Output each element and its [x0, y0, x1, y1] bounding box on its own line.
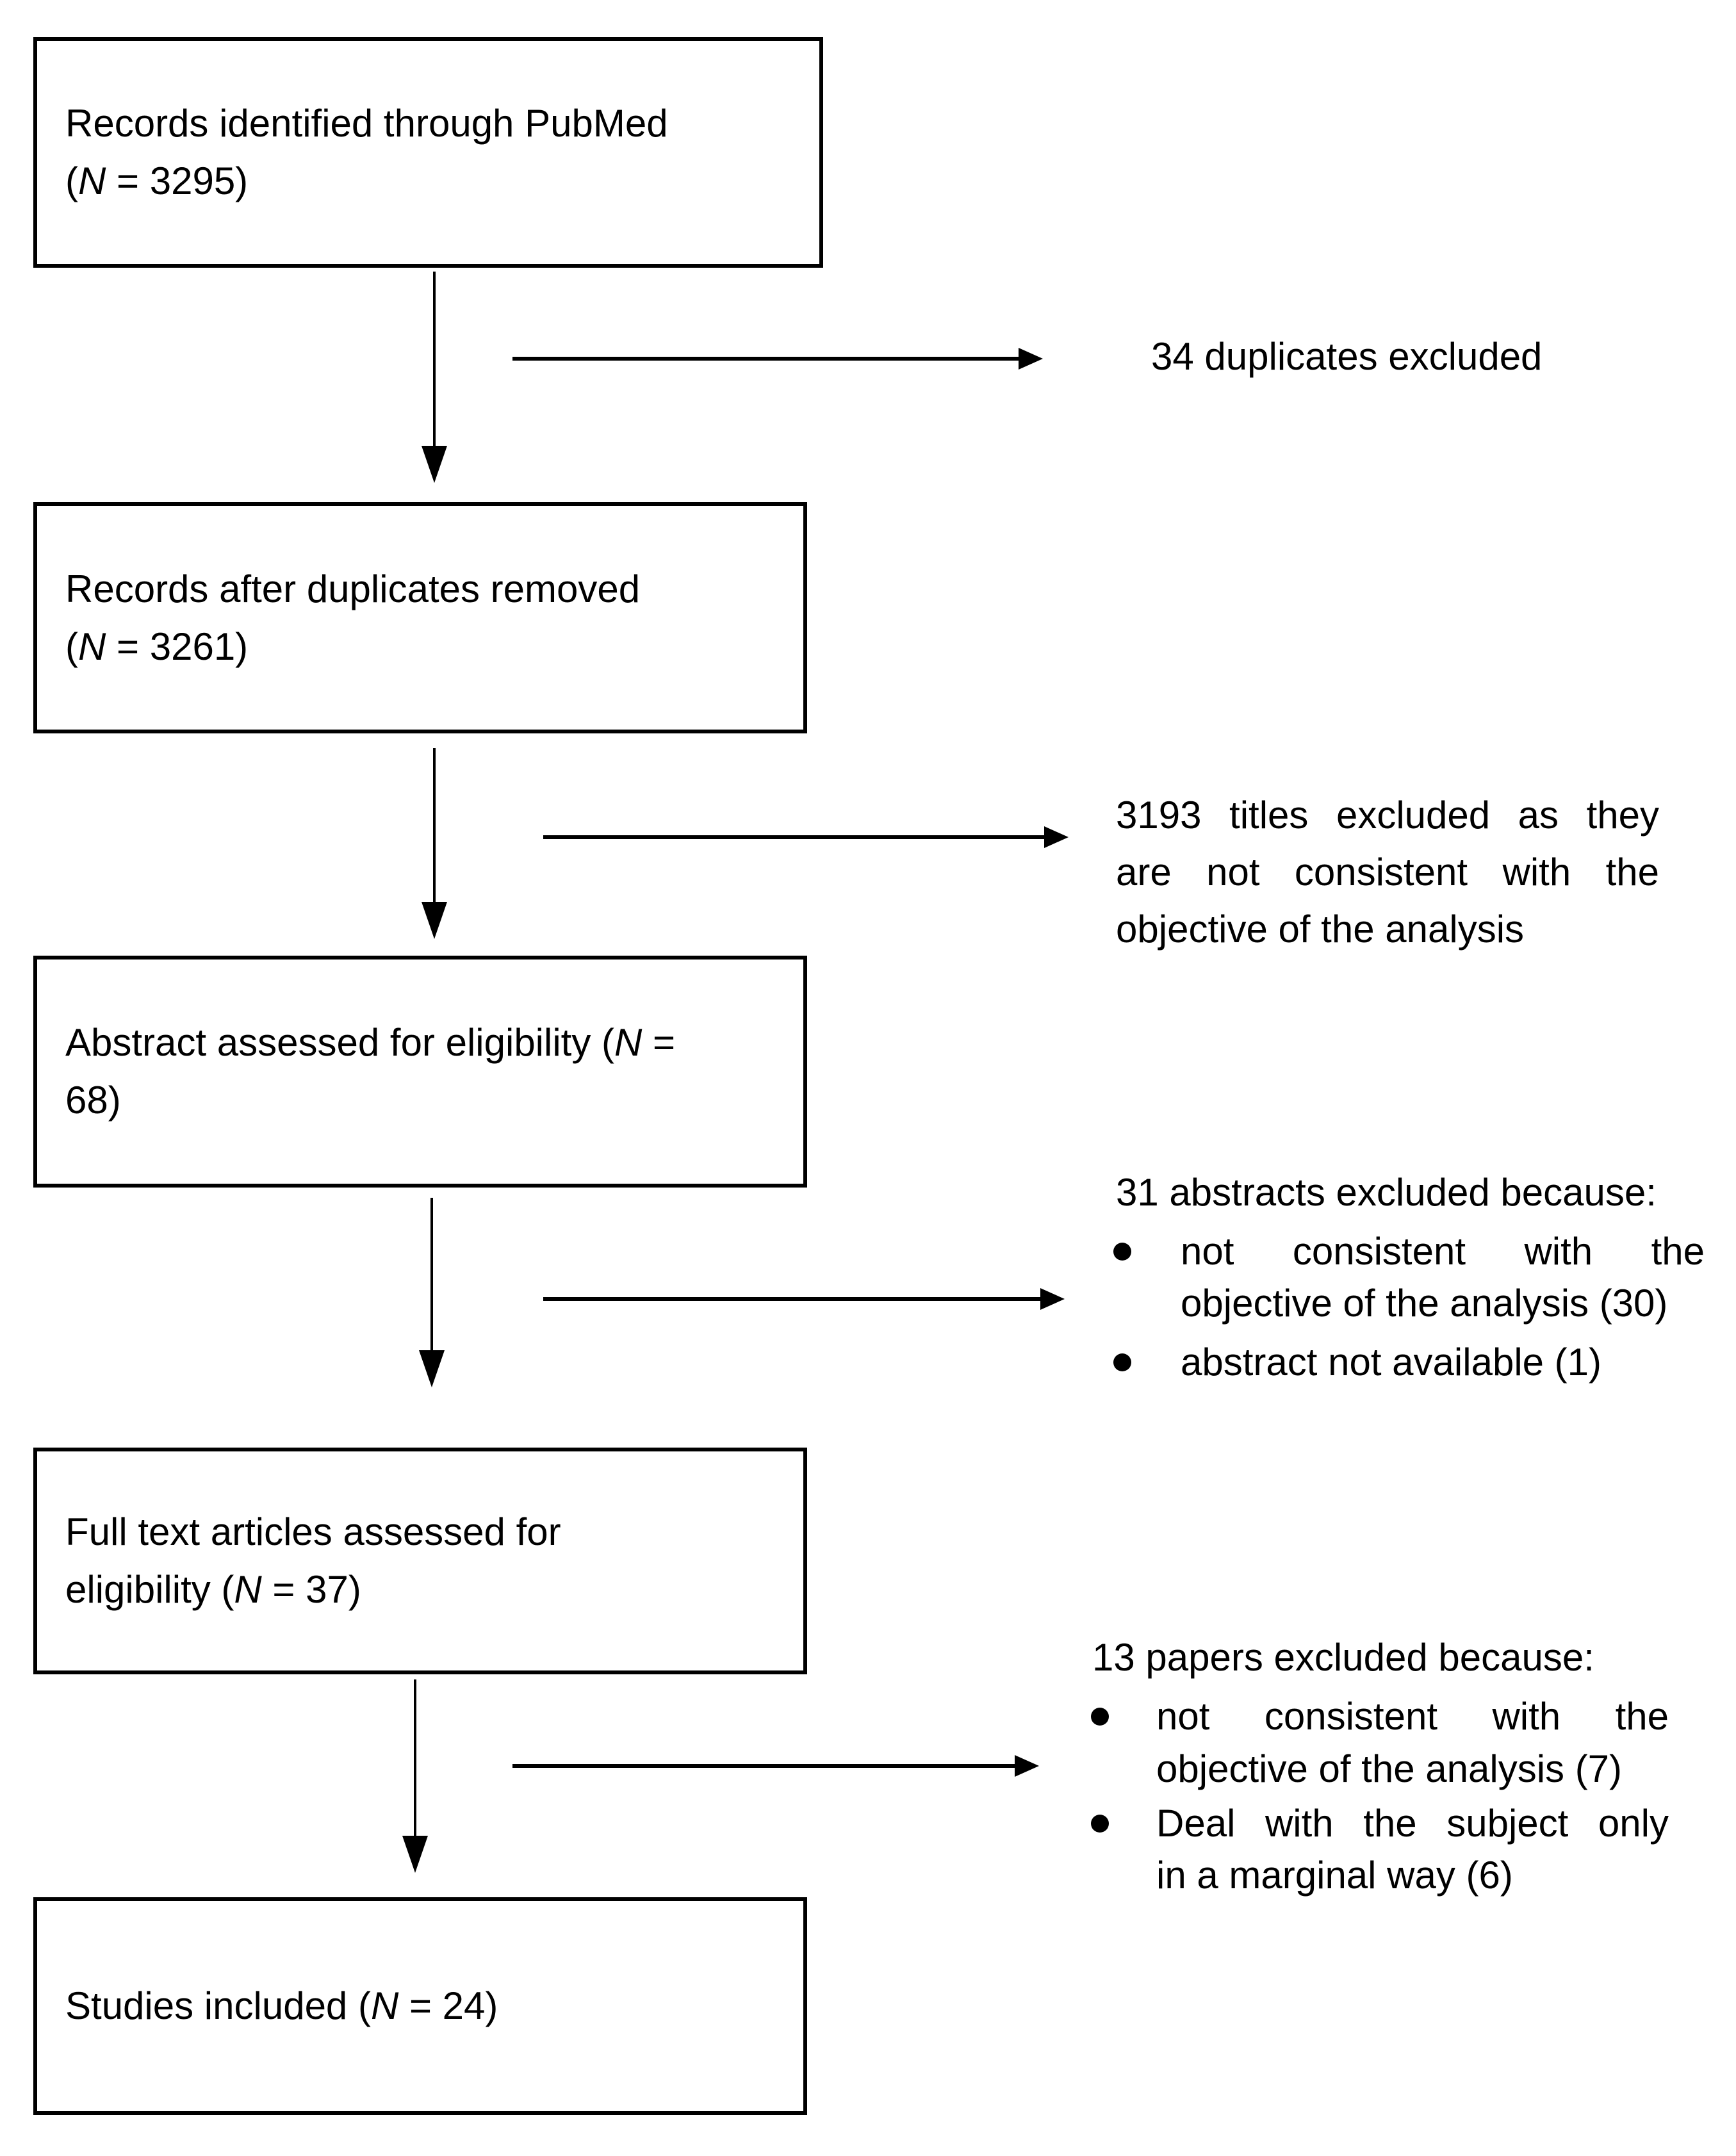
bullet-icon [1113, 1243, 1131, 1261]
box-records-after-duplicates-line-2: (N = 3261) [65, 625, 249, 668]
note-titles-excluded-line-3: objective of the analysis [1116, 908, 1525, 951]
arrow-right-titles-shaft [543, 835, 1044, 839]
box-studies-included-line-1: Studies included (N = 24) [65, 1984, 498, 2027]
arrow-right-papers-head [1015, 1755, 1039, 1777]
bullet-icon [1091, 1708, 1109, 1726]
box-records-identified-line-2: (N = 3295) [65, 159, 249, 202]
box-records-identified: Records identified through PubMed (N = 3… [33, 37, 823, 268]
arrow-down-2-shaft [433, 748, 436, 902]
arrow-right-papers-shaft [512, 1764, 1015, 1768]
note-papers-bullet2-line-1: Deal with the subject only [1156, 1802, 1669, 1845]
arrow-down-3-shaft [430, 1198, 433, 1350]
arrow-down-1-head [422, 446, 447, 483]
arrow-down-3-head [419, 1350, 445, 1387]
note-titles-excluded-line-2: are not consistent with the [1116, 851, 1659, 894]
box-studies-included: Studies included (N = 24) [33, 1897, 807, 2115]
note-duplicates-excluded: 34 duplicates excluded [1151, 335, 1543, 378]
note-papers-heading: 13 papers excluded because: [1092, 1636, 1594, 1679]
arrow-right-duplicates-head [1019, 348, 1043, 370]
arrow-down-2-head [422, 902, 447, 939]
arrow-down-4-head [402, 1836, 428, 1873]
note-titles-excluded-line-1: 3193 titles excluded as they [1116, 794, 1659, 837]
box-records-identified-line-1: Records identified through PubMed [65, 102, 668, 145]
arrow-right-duplicates-shaft [512, 357, 1019, 361]
note-abstracts-bullet1-line-2: objective of the analysis (30) [1181, 1282, 1668, 1325]
arrow-right-abstracts-shaft [543, 1297, 1040, 1301]
bullet-icon [1091, 1815, 1109, 1833]
note-papers-bullet2-line-2: in a marginal way (6) [1156, 1854, 1513, 1897]
arrow-down-1-shaft [433, 272, 436, 446]
box-full-text-assessed: Full text articles assessed for eligibil… [33, 1448, 807, 1674]
note-papers-bullet1-line-1: not consistent with the [1156, 1695, 1669, 1738]
box-abstract-assessed-line-1: Abstract assessed for eligibility (N = [65, 1021, 676, 1064]
box-abstract-assessed: Abstract assessed for eligibility (N = 6… [33, 956, 807, 1188]
arrow-right-titles-head [1044, 826, 1069, 848]
note-abstracts-bullet2-line-1: abstract not available (1) [1181, 1341, 1602, 1384]
box-abstract-assessed-line-2: 68) [65, 1079, 121, 1122]
arrow-down-4-shaft [414, 1679, 416, 1836]
box-full-text-assessed-line-1: Full text articles assessed for [65, 1510, 561, 1553]
box-full-text-assessed-line-2: eligibility (N = 37) [65, 1568, 361, 1611]
arrow-right-abstracts-head [1040, 1288, 1065, 1310]
note-abstracts-heading: 31 abstracts excluded because: [1116, 1171, 1657, 1214]
bullet-icon [1113, 1353, 1131, 1371]
note-papers-bullet1-line-2: objective of the analysis (7) [1156, 1747, 1623, 1790]
note-abstracts-bullet1-line-1: not consistent with the [1181, 1230, 1705, 1273]
box-records-after-duplicates: Records after duplicates removed (N = 32… [33, 502, 807, 733]
box-records-after-duplicates-line-1: Records after duplicates removed [65, 567, 641, 610]
